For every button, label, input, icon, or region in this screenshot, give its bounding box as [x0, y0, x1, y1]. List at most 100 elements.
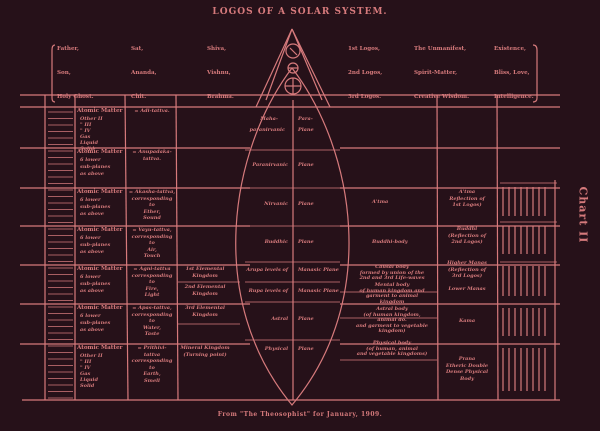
sub-plane-label: 6 lower: [80, 274, 101, 280]
sub-plane-label: Solid: [80, 146, 95, 152]
sub-plane-label: 6 lower: [80, 197, 101, 203]
body-label: of human kingdom and: [359, 287, 425, 294]
principle-label: 3rd Logos): [451, 273, 483, 279]
trinity-christian: Father,: [57, 46, 79, 52]
plane-label: Buddhic: [264, 239, 288, 245]
sub-plane-label: " III: [80, 359, 92, 365]
principle-label: Prana: [458, 356, 476, 362]
plane-label: Arupa levels of: [246, 267, 288, 273]
tattva-label: Taste: [144, 331, 160, 337]
tattva-label: = Agni-tattva: [133, 266, 171, 272]
trinity-qualities: Intelligence.: [494, 94, 534, 100]
tattva-label: = Akasha-tattva,: [128, 189, 176, 195]
atomic-matter-label: Atomic Matter: [77, 305, 123, 311]
tattva-label: tattva: [143, 351, 161, 358]
tattva-label: to: [149, 364, 155, 371]
trinity-logoi: 3rd Logos.: [348, 94, 382, 100]
sub-plane-label: 6 lower: [80, 157, 101, 163]
sub-plane-label: sub-planes: [80, 281, 111, 287]
kingdom-label: (Turning point): [183, 352, 227, 358]
trinity-vedanta: Ananda,: [131, 70, 157, 76]
atomic-matter-label: Atomic Matter: [77, 227, 123, 233]
body-label: Buddhi-body: [372, 239, 408, 245]
principle-label: Dense Physical: [445, 369, 489, 375]
tattva-label: Ether,: [143, 208, 161, 215]
plane-label: Plane: [298, 316, 314, 322]
principle-label: A'tma: [458, 189, 476, 195]
body-label: (of human kingdom,: [363, 311, 421, 318]
plane-label: Plane: [298, 201, 314, 207]
tattva-label: = Adi-tattva.: [134, 108, 170, 114]
principle-label: Lower Manas: [448, 286, 486, 292]
trinity-christian: Holy Ghost.: [57, 94, 94, 100]
sub-plane-label: sub-planes: [80, 164, 111, 170]
plane-label: Plane: [298, 127, 314, 133]
sub-plane-label: " IV: [80, 128, 91, 134]
tattva-label: corresponding: [131, 195, 173, 202]
tattva-label: = Vayu-tattva,: [132, 227, 172, 233]
sub-plane-label: as above: [80, 249, 104, 255]
plane-label: Maha-: [260, 116, 278, 122]
plane-label: Rupa levels of: [248, 288, 288, 294]
sub-plane-label: " III: [80, 122, 92, 128]
trinity-aspects: Creative Wisdom.: [414, 94, 470, 100]
kingdom-label: 3rd Elemental: [185, 305, 225, 311]
atomic-matter-label: Atomic Matter: [77, 266, 123, 272]
trinity-christian: Son,: [57, 70, 71, 76]
trinity-logoi: 1st Logos,: [348, 46, 380, 52]
plane-label: paranirvanic: [249, 127, 285, 133]
tattva-label: Air,: [147, 246, 157, 253]
sub-plane-label: Other II: [80, 116, 103, 122]
triangle-symbol-icon: [255, 28, 331, 108]
body-label: Physical body: [372, 340, 412, 346]
body-label: animal do.: [377, 317, 407, 323]
plane-label: Plane: [298, 346, 314, 352]
sub-plane-label: Other II: [80, 353, 103, 359]
plane-label: Paranirvanic: [252, 162, 288, 168]
tattva-label: corresponding: [131, 272, 173, 279]
trinity-aspects: Spirit-Matter,: [414, 70, 458, 76]
sub-plane-label: sub-planes: [80, 242, 111, 248]
tattva-label: tattva.: [142, 155, 162, 162]
sub-plane-label: Liquid: [80, 140, 98, 146]
tattva-label: to: [149, 279, 155, 285]
trinity-hindu: Shiva,: [207, 46, 227, 52]
kingdom-label: Kingdom: [192, 312, 218, 318]
plane-label: Manasic Plane: [298, 288, 339, 294]
tattva-label: Light: [144, 292, 160, 298]
body-label: and garment to vegetable: [356, 322, 428, 329]
chart-title: LOGOS OF A SOLAR SYSTEM.: [212, 7, 388, 17]
tattva-label: Earth,: [143, 371, 161, 377]
sub-plane-label: Gas: [80, 134, 91, 140]
plane-label: Physical: [264, 346, 288, 352]
body-label: Astral body: [376, 306, 408, 312]
body-label: A'tma: [372, 199, 389, 205]
principle-label: Body: [460, 375, 474, 382]
trinity-hindu: Vishnu,: [207, 70, 231, 76]
trinity-qualities: Existence,: [494, 46, 526, 52]
sub-plane-label: as above: [80, 327, 104, 333]
kingdom-label: Kingdom: [192, 273, 218, 279]
principle-label: Buddhi: [456, 226, 478, 232]
plane-label: Astral: [271, 316, 288, 322]
body-label: and vegetable kingdoms): [356, 351, 428, 357]
left-brace: [51, 44, 56, 103]
plane-label: Plane: [298, 162, 314, 168]
tattva-label: = Apas-tattva,: [132, 305, 172, 311]
sub-plane-label: as above: [80, 211, 104, 217]
kingdom-label: 1st Elemental: [185, 266, 225, 272]
tattva-label: Smell: [144, 377, 160, 384]
sub-plane-label: " IV: [80, 365, 91, 371]
tattva-label: Water,: [143, 324, 161, 331]
chart-number-label: Chart II: [576, 186, 590, 244]
atomic-matter-label: Atomic Matter: [77, 108, 123, 114]
sub-plane-label: sub-planes: [80, 320, 111, 326]
body-label: formed by union of the: [359, 269, 425, 276]
tattva-label: to: [149, 318, 155, 324]
tattva-label: = Anupadaka-: [132, 149, 172, 155]
body-label: Mental body: [374, 282, 410, 288]
sub-plane-label: 6 lower: [80, 313, 101, 319]
trinity-qualities: Bliss, Love,: [494, 70, 530, 76]
kingdom-label: 2nd Elemental: [184, 284, 226, 290]
principle-label: (Reflection of: [448, 232, 486, 239]
